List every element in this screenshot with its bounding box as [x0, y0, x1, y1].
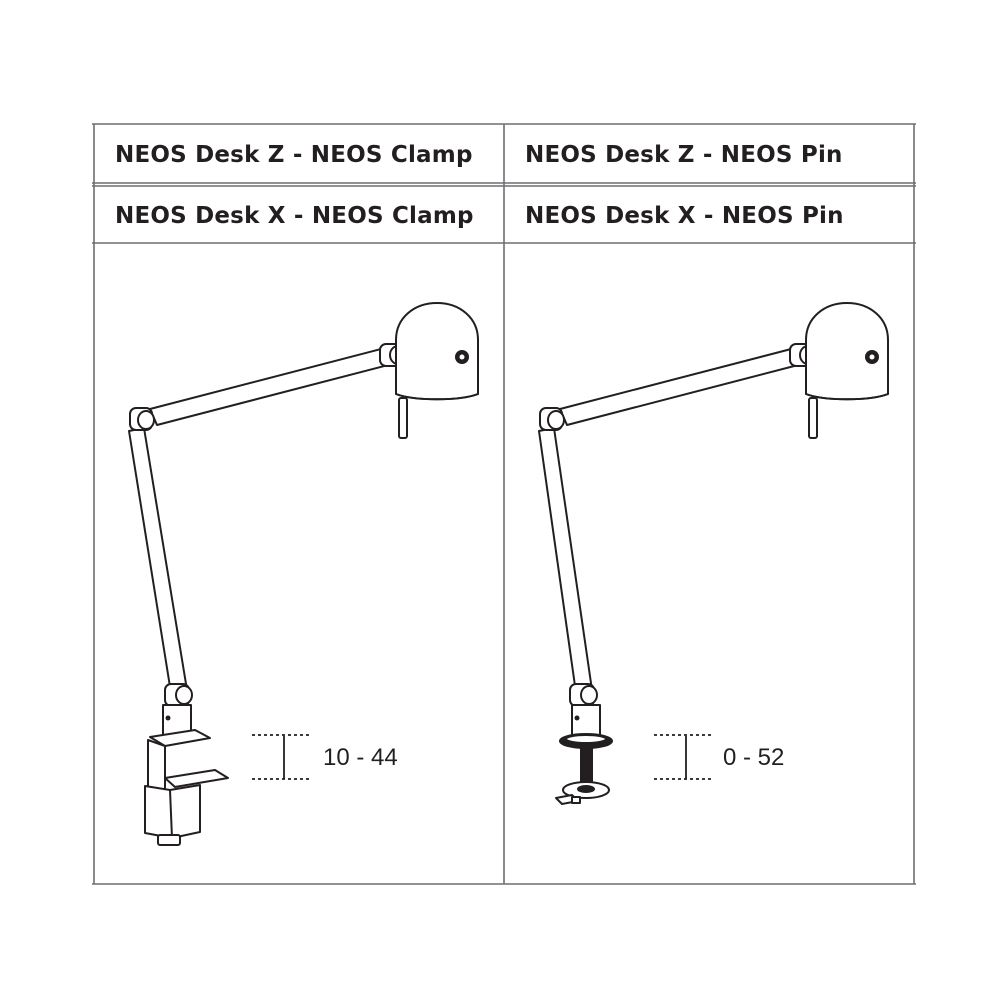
- clamp-knob: [157, 834, 181, 846]
- upper-arm: [149, 347, 393, 426]
- clamp-top-plate: [149, 729, 211, 747]
- header-row1-right: NEOS Desk Z - NEOS Pin: [525, 142, 843, 168]
- light-bar: [808, 397, 818, 439]
- dimension-indicator-right: [654, 734, 714, 780]
- header-row2-left: NEOS Desk X - NEOS Clamp: [115, 203, 474, 229]
- upper-arm: [559, 347, 803, 426]
- lower-arm: [538, 427, 593, 694]
- elbow-joint: [539, 407, 565, 431]
- base-joint: [569, 683, 598, 707]
- lamp-clamp-drawing: [128, 302, 479, 846]
- pin-range-label: 0 - 52: [723, 744, 785, 771]
- light-bar: [398, 397, 408, 439]
- base-joint: [164, 683, 193, 707]
- threaded-pin: [580, 744, 593, 788]
- clamp-jaw: [164, 769, 229, 788]
- dimension-indicator-left: [252, 734, 312, 780]
- header-row2-right: NEOS Desk X - NEOS Pin: [525, 203, 844, 229]
- lower-arm: [128, 427, 188, 694]
- clamp-range-label: 10 - 44: [323, 744, 398, 771]
- elbow-joint: [129, 407, 155, 431]
- lamp-pin-drawing: [538, 302, 889, 805]
- header-row1-left: NEOS Desk Z - NEOS Clamp: [115, 142, 473, 168]
